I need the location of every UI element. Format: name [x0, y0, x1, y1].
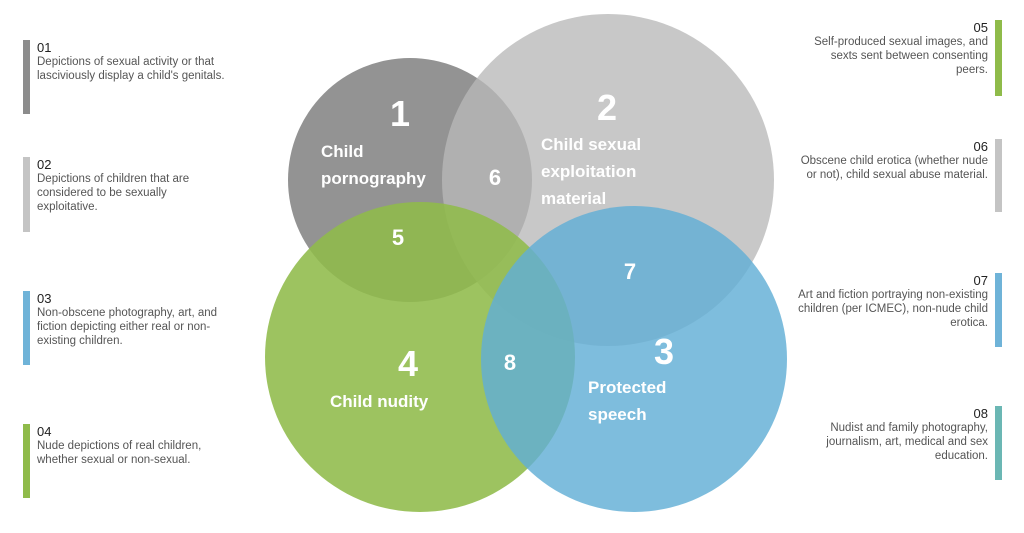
note-06: 06 Obscene child erotica (whether nude o… [798, 139, 1002, 212]
circle-4-number: 4 [398, 343, 418, 384]
note-08-number: 08 [973, 406, 988, 421]
circle-3-label-line-2: speech [588, 405, 647, 424]
overlap-7-number: 7 [624, 259, 636, 284]
circle-1-number: 1 [390, 93, 410, 134]
note-05-color-bar [995, 20, 1002, 96]
note-01-color-bar [23, 40, 30, 114]
note-07-number: 07 [973, 273, 988, 288]
note-02: 02 Depictions of children that are consi… [23, 157, 227, 232]
note-06-color-bar [995, 139, 1002, 212]
overlap-8-number: 8 [504, 350, 516, 375]
note-06-number: 06 [973, 139, 988, 154]
note-05-text: Self-produced sexual images, and sexts s… [814, 36, 988, 76]
overlap-6-number: 6 [489, 165, 501, 190]
note-08: 08 Nudist and family photography, journa… [798, 406, 1002, 480]
note-04-number: 04 [37, 424, 52, 439]
note-02-number: 02 [37, 157, 52, 172]
note-03-number: 03 [37, 291, 52, 306]
note-01: 01 Depictions of sexual activity or that… [23, 40, 227, 114]
circle-3-number: 3 [654, 331, 674, 372]
note-04-text: Nude depictions of real children, whethe… [37, 440, 202, 466]
note-03-color-bar [23, 291, 30, 365]
note-06-text: Obscene child erotica (whether nude or n… [800, 155, 988, 181]
note-05: 05 Self-produced sexual images, and sext… [798, 20, 1002, 96]
note-02-text: Depictions of children that are consider… [37, 173, 190, 213]
circle-4-label-line-1: Child nudity [330, 392, 429, 411]
note-08-color-bar [995, 406, 1002, 480]
note-04-color-bar [23, 424, 30, 498]
note-03: 03 Non-obscene photography, art, and fic… [23, 291, 227, 365]
circle-1-label-line-1: Child [321, 142, 364, 161]
note-05-number: 05 [973, 20, 988, 35]
overlap-5-number: 5 [392, 225, 404, 250]
note-01-number: 01 [37, 40, 52, 55]
note-02-color-bar [23, 157, 30, 232]
note-07-text: Art and fiction portraying non-existing … [798, 289, 988, 329]
circle-2-label-line-3: material [541, 189, 606, 208]
note-01-text: Depictions of sexual activity or that la… [37, 56, 225, 82]
note-03-text: Non-obscene photography, art, and fictio… [37, 307, 218, 347]
note-07-color-bar [995, 273, 1002, 347]
note-04: 04 Nude depictions of real children, whe… [23, 424, 227, 498]
note-08-text: Nudist and family photography, journalis… [826, 422, 988, 462]
circle-protected-speech [481, 206, 787, 512]
note-07: 07 Art and fiction portraying non-existi… [798, 273, 1002, 347]
circle-2-label-line-1: Child sexual [541, 135, 641, 154]
circle-child-nudity [265, 202, 575, 512]
circle-3-label-line-1: Protected [588, 378, 666, 397]
circle-2-number: 2 [597, 87, 617, 128]
circle-2-label-line-2: exploitation [541, 162, 636, 181]
circle-1-label-line-2: pornography [321, 169, 426, 188]
